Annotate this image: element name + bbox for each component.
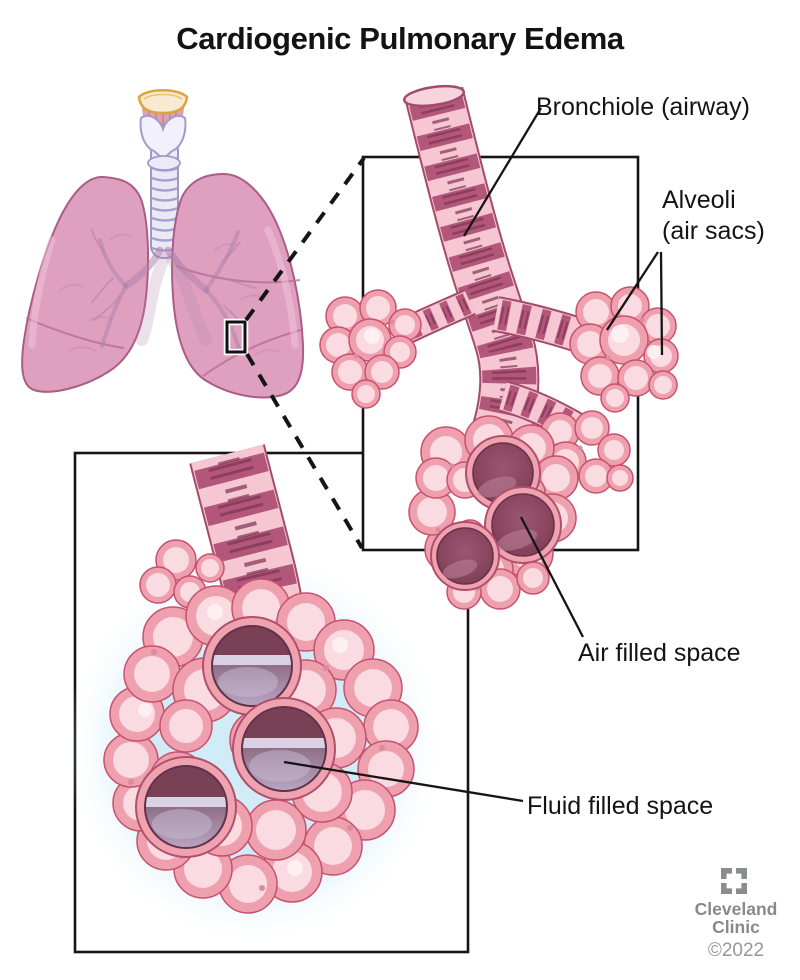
air-filled-space-circle-3 (430, 521, 500, 591)
fluid-filled-alveolus-1 (202, 616, 302, 716)
lungs-illustration (21, 172, 305, 399)
fluid-filled-alveolus-3 (135, 756, 237, 858)
label-fluid-filled-space: Fluid filled space (527, 792, 713, 820)
leader-line-alveoli-1 (606, 251, 659, 331)
label-alveoli-line2: (air sacs) (662, 217, 765, 245)
page-title: Cardiogenic Pulmonary Edema (176, 21, 625, 56)
leader-line-alveoli-2 (659, 251, 664, 356)
zoom-region-marker (223, 318, 249, 356)
credit-block: Cleveland Clinic ©2022 (695, 868, 778, 961)
credit-org-line2: Clinic (712, 917, 760, 937)
air-filled-space-circle-2 (484, 486, 562, 564)
bronchiole-cut-end (403, 84, 465, 108)
bronchial-tree (91, 229, 257, 354)
left-lung (21, 175, 150, 393)
label-air-filled-space: Air filled space (578, 639, 741, 667)
cleveland-clinic-logo-icon (721, 868, 747, 894)
epiglottis (137, 89, 189, 115)
leader-line-air-filled (519, 516, 585, 638)
leader-line-fluid-filled (283, 760, 524, 803)
credit-year: ©2022 (708, 940, 764, 961)
bronchiole-alveoli-illustration (319, 84, 679, 610)
credit-org-line1: Cleveland (695, 899, 778, 919)
fluid-alveoli-illustration (65, 444, 445, 946)
leader-line-bronchiole (463, 107, 542, 237)
trachea-larynx (137, 89, 189, 259)
thyroid-cartilage (139, 114, 187, 161)
fluid-filled-alveolus-2 (232, 697, 336, 801)
alveoli-cluster-right (569, 286, 679, 413)
zoom-connector-line-upper (244, 156, 366, 322)
label-alveoli-line1: Alveoli (662, 186, 736, 214)
label-bronchiole: Bronchiole (airway) (536, 93, 750, 121)
alveoli-cluster-left (319, 289, 422, 409)
